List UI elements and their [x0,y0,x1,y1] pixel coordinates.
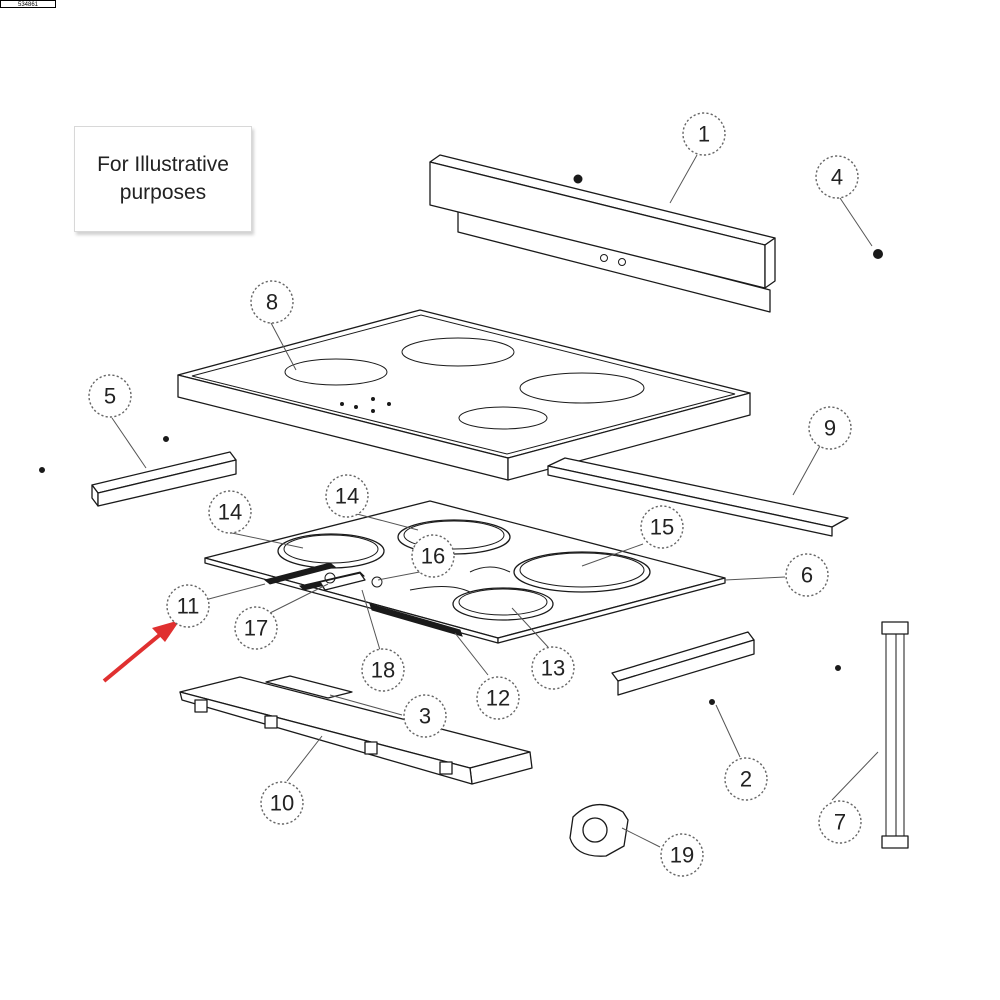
part-3-plate [265,675,353,699]
svg-text:5: 5 [104,384,116,409]
svg-text:2: 2 [740,767,752,792]
callout-6[interactable]: 6 [785,553,829,597]
callout-16[interactable]: 16 [411,534,455,578]
document-id-tag: 534861 [0,0,56,8]
svg-text:7: 7 [834,810,846,835]
svg-text:3: 3 [419,704,431,729]
callout-11[interactable]: 11 [166,584,210,628]
part-1-backguard [429,154,776,313]
callout-14-left[interactable]: 14 [208,490,252,534]
svg-text:6: 6 [801,563,813,588]
part-19-fan [569,804,629,857]
callout-17[interactable]: 17 [234,606,278,650]
illustrative-note: For Illustrative purposes [74,126,252,232]
svg-text:19: 19 [670,843,694,868]
callout-7[interactable]: 7 [818,800,862,844]
callout-10[interactable]: 10 [260,781,304,825]
svg-text:9: 9 [824,416,836,441]
radiant-elements [277,519,651,621]
callout-15[interactable]: 15 [640,505,684,549]
leader-lines [111,154,879,848]
callout-4[interactable]: 4 [815,155,859,199]
control-components [263,562,463,637]
svg-text:15: 15 [650,515,674,540]
svg-text:1: 1 [698,122,710,147]
part-9-side-rail [547,457,849,537]
svg-text:12: 12 [486,686,510,711]
svg-text:13: 13 [541,656,565,681]
callout-12[interactable]: 12 [476,676,520,720]
svg-text:10: 10 [270,791,294,816]
svg-text:16: 16 [421,544,445,569]
callout-14-right[interactable]: 14 [325,474,369,518]
svg-text:11: 11 [177,594,200,619]
callout-13[interactable]: 13 [531,646,575,690]
callout-3[interactable]: 3 [403,694,447,738]
part-8-cooktop-glass [177,309,751,481]
callout-9[interactable]: 9 [808,406,852,450]
callout-5[interactable]: 5 [88,374,132,418]
highlight-arrow [102,620,180,683]
part-7-side-trim [881,621,909,849]
svg-text:14: 14 [218,500,242,525]
callout-18[interactable]: 18 [361,648,405,692]
svg-text:14: 14 [335,484,359,509]
callout-8[interactable]: 8 [250,280,294,324]
part-5-left-trim [91,451,237,507]
callout-2[interactable]: 2 [724,757,768,801]
svg-text:17: 17 [244,616,268,641]
part-10-front-panel [179,676,533,785]
svg-text:4: 4 [831,165,843,190]
svg-text:8: 8 [266,290,278,315]
right-trim-strip [611,631,755,696]
callout-19[interactable]: 19 [660,833,704,877]
callout-1[interactable]: 1 [682,112,726,156]
svg-text:18: 18 [371,658,395,683]
